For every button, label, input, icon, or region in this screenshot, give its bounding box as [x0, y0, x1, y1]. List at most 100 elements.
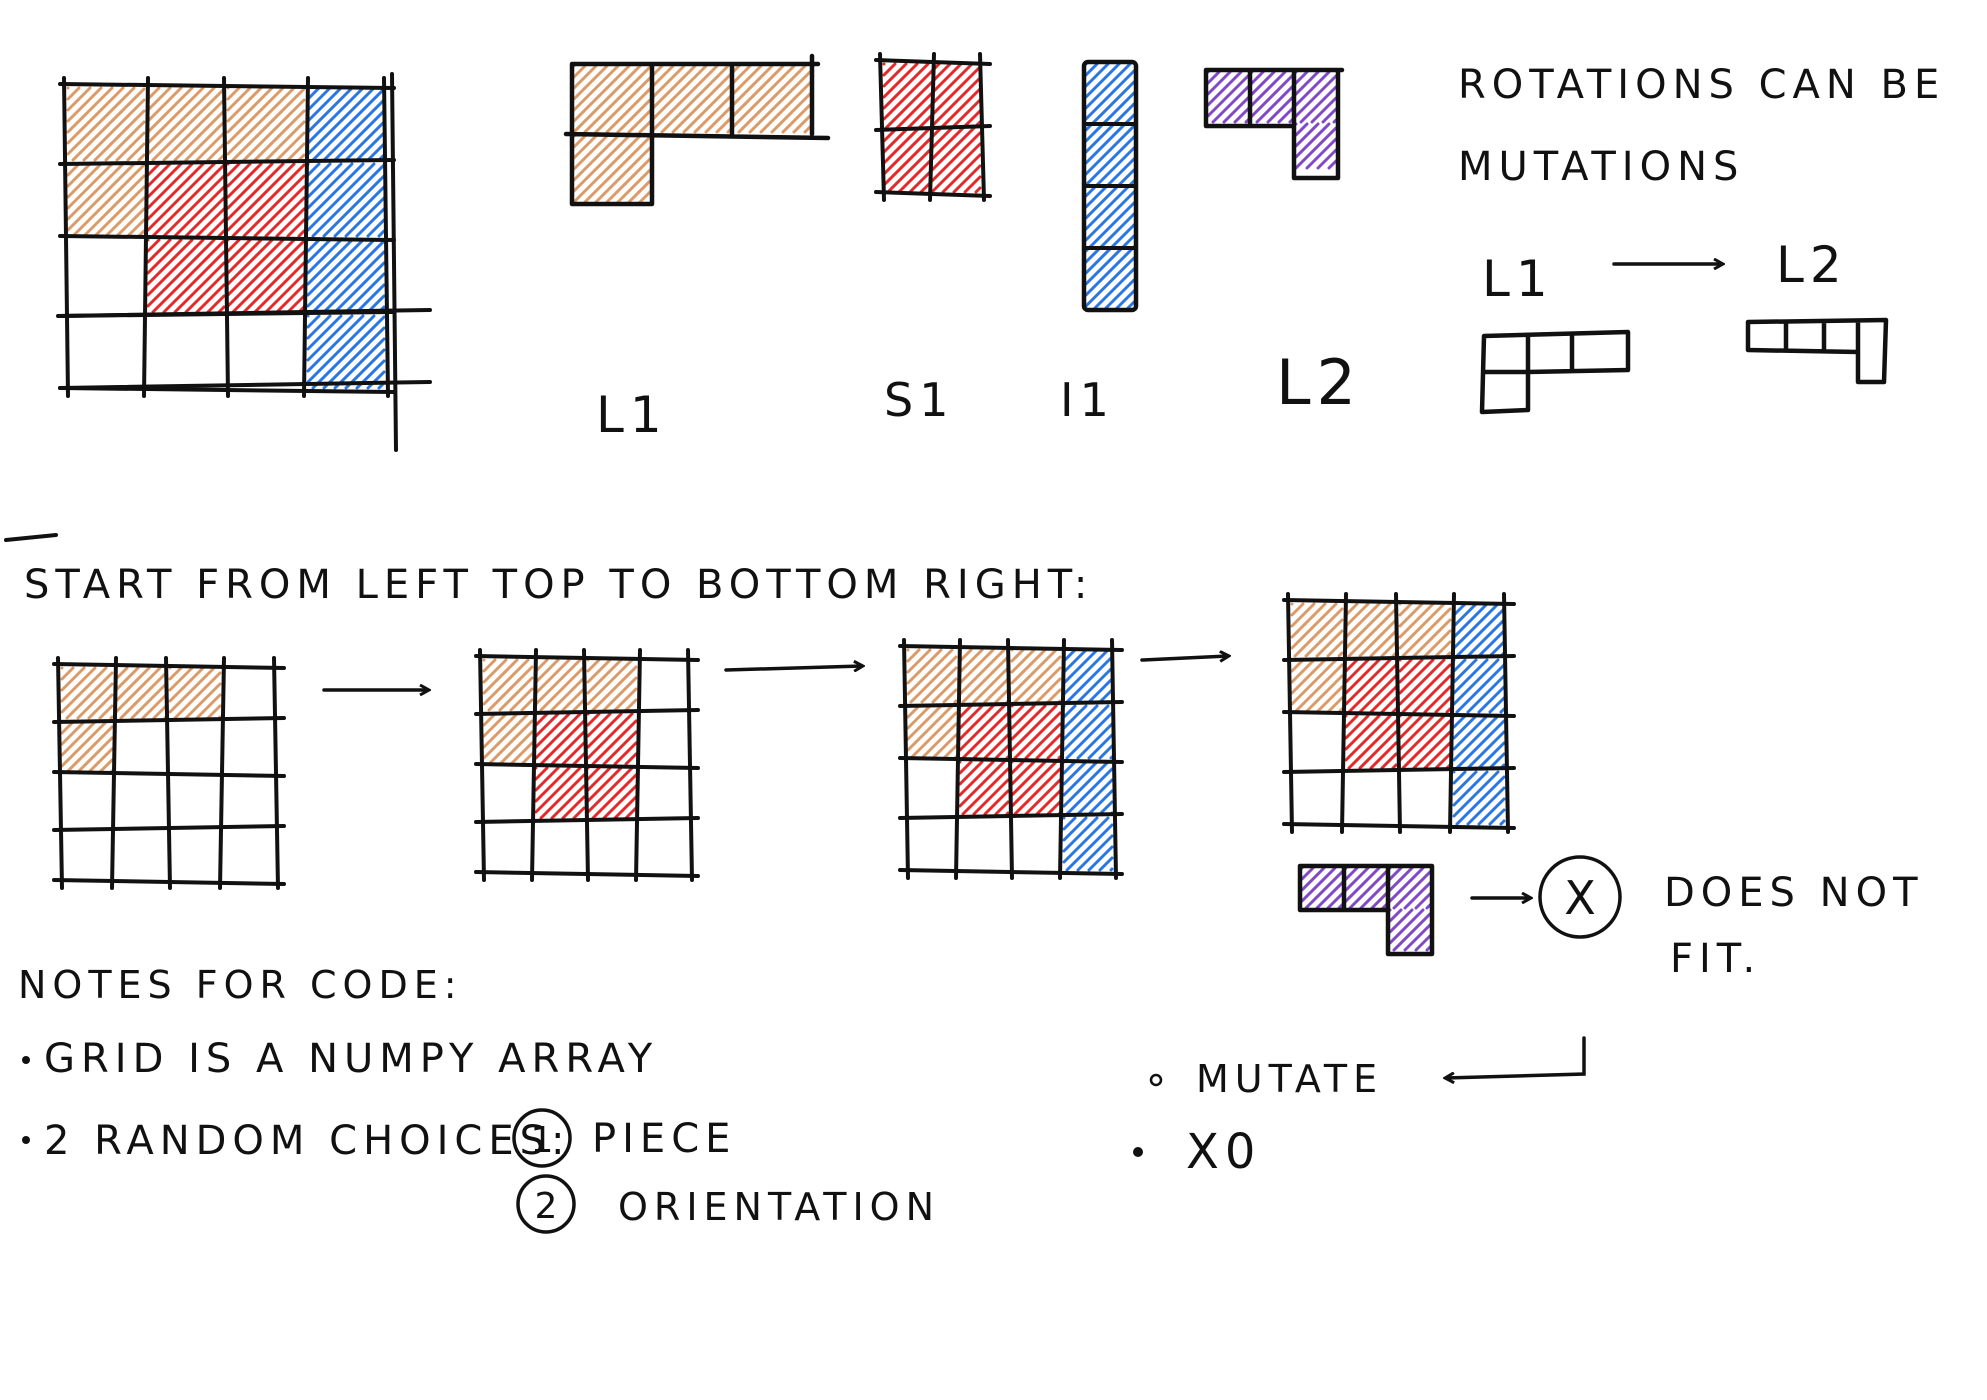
- l1-hatch: [958, 648, 1010, 704]
- grid-hline: [1282, 598, 1516, 606]
- l1-hatch: [146, 86, 226, 162]
- grid-hline: [474, 708, 700, 716]
- i1-hatch: [1452, 658, 1506, 714]
- action-bullet-2: [1133, 1147, 1143, 1157]
- grid-vline: [382, 76, 390, 398]
- rot-l1-shape: [1479, 329, 1631, 415]
- grid-vline: [686, 648, 694, 882]
- grid-hline: [874, 124, 992, 132]
- grid-hline: [898, 700, 1124, 708]
- grid-overshoot: [58, 380, 432, 390]
- piece-label-i1: I1: [1060, 373, 1115, 427]
- grid-vline: [272, 656, 280, 890]
- i1-hatch: [1452, 714, 1506, 770]
- l1-hatch: [168, 666, 222, 720]
- action-x0: X0: [1186, 1124, 1261, 1180]
- grid-hline: [1282, 654, 1516, 662]
- action-mutate: MUTATE: [1196, 1057, 1383, 1101]
- fail-circle: [1538, 855, 1622, 939]
- grid-hline: [1282, 710, 1516, 718]
- notes-title: NOTES FOR CODE:: [18, 963, 463, 1007]
- i1-hatch: [1062, 760, 1114, 816]
- s1-hatch: [586, 712, 638, 766]
- sequence-step-2-grid: [474, 648, 700, 882]
- l1-hatch: [66, 162, 146, 238]
- s1-hatch: [146, 238, 226, 314]
- s1-hatch: [958, 704, 1010, 760]
- rot-l2-shape: [1745, 317, 1889, 385]
- grid-hline: [898, 868, 1124, 876]
- notes-item-2: 2 RANDOM CHOICES:: [44, 1118, 571, 1164]
- piece-l2-drawing: [1203, 67, 1345, 181]
- i1-hatch: [306, 162, 386, 238]
- notes-bullet-2: [22, 1136, 30, 1144]
- piece-s1-drawing: [874, 52, 992, 202]
- choice-2-number: 2: [535, 1186, 558, 1227]
- s1-hatch: [534, 712, 586, 766]
- notes-item-1: GRID IS A NUMPY ARRAY: [44, 1036, 658, 1082]
- l1-hatch: [572, 64, 812, 134]
- grid-hline: [52, 878, 286, 886]
- l2-hatch: [1294, 122, 1338, 170]
- piece-i1-drawing: [1081, 59, 1139, 313]
- action-bullet-1: [1149, 1073, 1163, 1087]
- seq-grid-lines: [1282, 592, 1516, 834]
- l1-hatch: [586, 658, 638, 712]
- choice-1-circle: [512, 1108, 572, 1168]
- l1-hatch: [482, 658, 534, 712]
- s1-hatch: [1344, 658, 1398, 714]
- grid-overshoot: [56, 308, 432, 318]
- piece-label-l1: L1: [596, 386, 668, 444]
- l1-hatch: [60, 720, 114, 774]
- l1-hatch: [1290, 602, 1344, 658]
- l2-hatch: [1300, 866, 1432, 910]
- l1-hatch: [114, 666, 168, 720]
- l1-hatch: [1010, 648, 1062, 704]
- l2-outline: [1203, 67, 1345, 181]
- grid-overshoot: [390, 72, 398, 452]
- grid-hline: [874, 58, 992, 66]
- s1-hatch: [1010, 704, 1062, 760]
- choice-2-circle: [516, 1174, 576, 1234]
- grid-hline: [474, 762, 700, 770]
- i1-hatch: [1452, 602, 1506, 658]
- s1-hatch: [1344, 714, 1398, 770]
- s1-hatch: [1398, 658, 1452, 714]
- i1-hatch: [1062, 816, 1114, 872]
- seq-grid-lines: [474, 648, 700, 882]
- l1-hatch: [1290, 658, 1344, 714]
- l2-hatch: [1388, 908, 1432, 952]
- fail-x-icon: X: [1564, 871, 1596, 925]
- grid-hline: [474, 816, 700, 824]
- i1-hatch: [1062, 704, 1114, 760]
- grid-vline: [878, 52, 886, 202]
- sequence-step-3-grid: [898, 638, 1124, 880]
- rotation-l1-outline: [1479, 329, 1631, 415]
- grid-hline: [474, 654, 700, 662]
- piece-label-l2: L2: [1276, 346, 1362, 419]
- grid-hline: [58, 82, 396, 90]
- s1-hatch: [1010, 760, 1062, 816]
- grid-hline: [874, 190, 992, 198]
- i1-hatch: [306, 238, 386, 314]
- notes-bullet-1: [22, 1056, 30, 1064]
- grid-hline: [58, 158, 396, 166]
- unfit-l2-outline: [1297, 863, 1435, 957]
- sequence-arrow-3: [1140, 656, 1228, 660]
- s1-hatch: [226, 162, 306, 238]
- l1-hatch: [572, 134, 652, 204]
- s1-hatch: [534, 766, 586, 820]
- i1-hatch: [1062, 648, 1114, 704]
- l1-hatch: [1344, 602, 1398, 658]
- grid-vline: [1110, 638, 1118, 880]
- piece-label-s1: S1: [884, 373, 954, 427]
- l1-hatch: [906, 704, 958, 760]
- grid-hline: [898, 812, 1124, 820]
- grid-hline: [474, 870, 700, 878]
- grid-hline: [898, 644, 1124, 652]
- grid-hline: [52, 770, 286, 778]
- sequence-step-1-grid: [52, 656, 286, 890]
- choice-2-label: ORIENTATION: [618, 1185, 940, 1229]
- grid-hline: [52, 716, 286, 724]
- grid-hline: [52, 824, 286, 832]
